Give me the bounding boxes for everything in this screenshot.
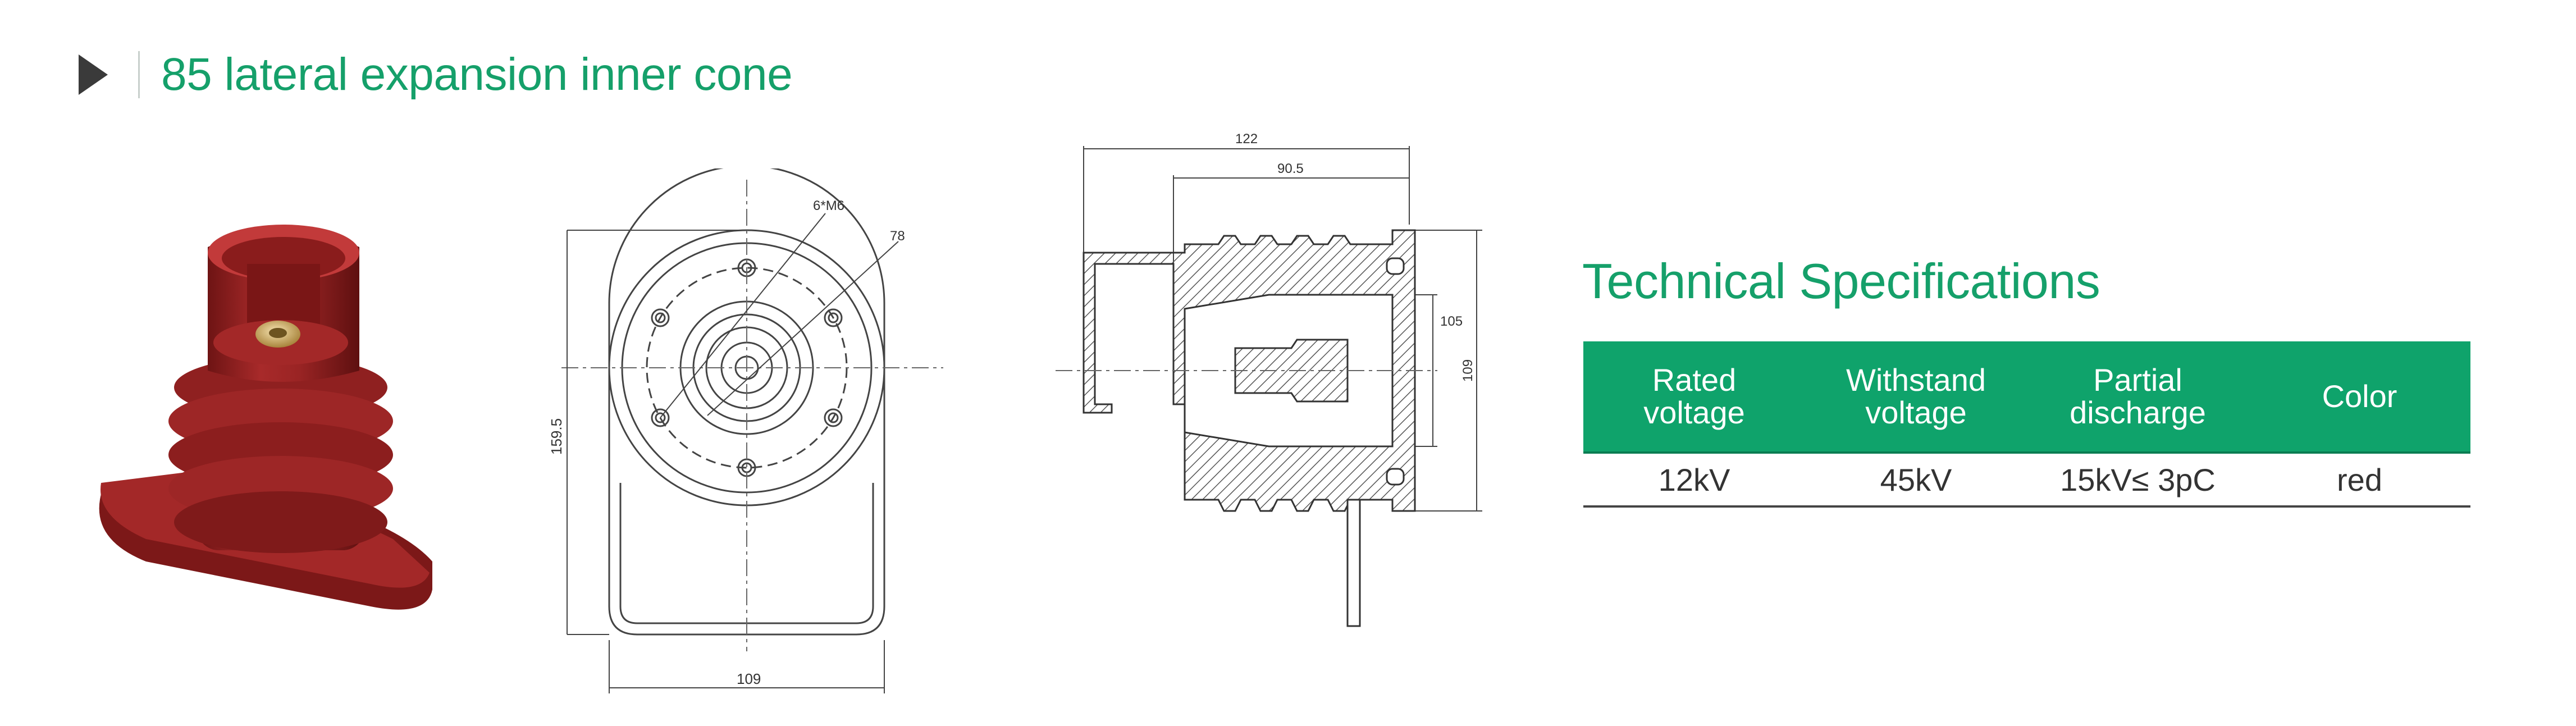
side-dim-total: 122 [1235, 131, 1258, 147]
spec-withstand-voltage: 45kV [1805, 453, 2027, 508]
section-header: 85 lateral expansion inner cone [79, 44, 793, 106]
front-dim-height: 159.5 [548, 418, 565, 455]
spec-rated-voltage: 12kV [1583, 453, 1805, 508]
front-view-drawing: 109 159.5 6*M6 78 [548, 168, 943, 693]
side-view-drawing: 122 90.5 105 109 [1056, 131, 1482, 627]
play-arrow-icon [79, 54, 108, 95]
side-dim-height: 109 [1460, 359, 1476, 382]
side-dim-bore: 105 [1440, 314, 1463, 329]
side-dim-inner: 90.5 [1277, 161, 1304, 176]
specs-title: Technical Specifications [1582, 253, 2100, 309]
spec-partial-discharge: 15kV≤ 3pC [2027, 453, 2249, 508]
header-divider [138, 51, 140, 98]
front-dim-circle: 78 [890, 229, 905, 244]
spec-color: red [2249, 453, 2470, 508]
specs-header-color: Color [2249, 341, 2470, 454]
product-photo [99, 225, 432, 610]
front-dim-width: 109 [737, 670, 761, 687]
table-row: 12kV 45kV 15kV≤ 3pC red [1583, 453, 2470, 508]
section-title: 85 lateral expansion inner cone [161, 49, 793, 100]
front-dim-holes: 6*M6 [813, 198, 844, 213]
